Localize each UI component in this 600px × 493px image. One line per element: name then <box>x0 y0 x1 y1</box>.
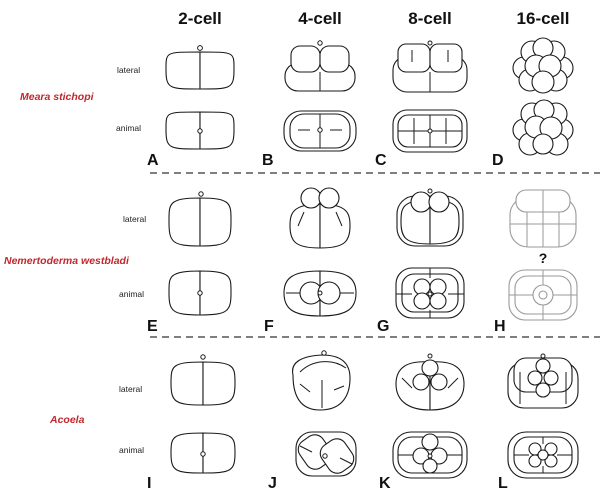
embryo-drawing-unknown <box>508 269 578 321</box>
embryo-drawing <box>512 37 574 94</box>
stage-header-8-cell: 8-cell <box>408 9 451 28</box>
embryo-drawing <box>392 431 468 479</box>
embryo-drawing <box>283 110 357 152</box>
embryo-drawing <box>295 431 357 477</box>
species-label-meara: Meara stichopi <box>20 91 95 103</box>
embryo-drawing <box>395 267 465 319</box>
embryo-drawing <box>396 188 464 247</box>
panel-label-F: F <box>264 318 274 335</box>
panel-label-J: J <box>268 475 277 492</box>
embryo-drawing <box>170 432 236 474</box>
panel-label-L: L <box>498 475 508 492</box>
panel-label-D: D <box>492 152 504 169</box>
stage-header-4-cell: 4-cell <box>298 9 341 28</box>
embryo-drawing <box>168 191 232 247</box>
embryo-drawing <box>392 109 468 153</box>
panel-label-H: H <box>494 318 506 335</box>
orientation-label-lateral: lateral <box>117 65 140 75</box>
orientation-label-animal: animal <box>119 445 144 455</box>
orientation-label-animal: animal <box>116 123 141 133</box>
panel-label-E: E <box>147 318 158 335</box>
panel-label-C: C <box>375 152 387 169</box>
unknown-stage-marker: ? <box>539 250 548 266</box>
embryo-drawing <box>170 354 236 406</box>
embryo-drawing <box>283 270 357 317</box>
orientation-label-lateral: lateral <box>119 384 142 394</box>
embryo-drawing <box>165 111 235 150</box>
embryo-drawing <box>392 40 468 93</box>
embryo-drawing-unknown <box>509 189 577 248</box>
panel-label-G: G <box>377 318 389 335</box>
embryo-drawing <box>284 40 356 92</box>
embryo-drawing <box>395 353 465 411</box>
orientation-label-lateral: lateral <box>123 214 146 224</box>
species-label-nemertoderma: Nemertoderma westbladi <box>4 255 130 267</box>
embryo-drawing <box>168 270 232 316</box>
stage-header-2-cell: 2-cell <box>178 9 221 28</box>
embryo-drawing <box>289 187 351 249</box>
embryo-drawing <box>165 45 235 90</box>
stage-header-16-cell: 16-cell <box>517 9 570 28</box>
embryo-drawing <box>507 431 579 479</box>
panel-label-I: I <box>147 475 151 492</box>
panel-label-B: B <box>262 152 274 169</box>
panel-label-A: A <box>147 152 159 169</box>
embryo-drawing <box>512 99 574 156</box>
embryo-drawing <box>507 353 579 409</box>
orientation-label-animal: animal <box>119 289 144 299</box>
embryo-drawing <box>292 350 351 411</box>
species-label-acoela: Acoela <box>49 414 85 426</box>
panel-label-K: K <box>379 475 391 492</box>
